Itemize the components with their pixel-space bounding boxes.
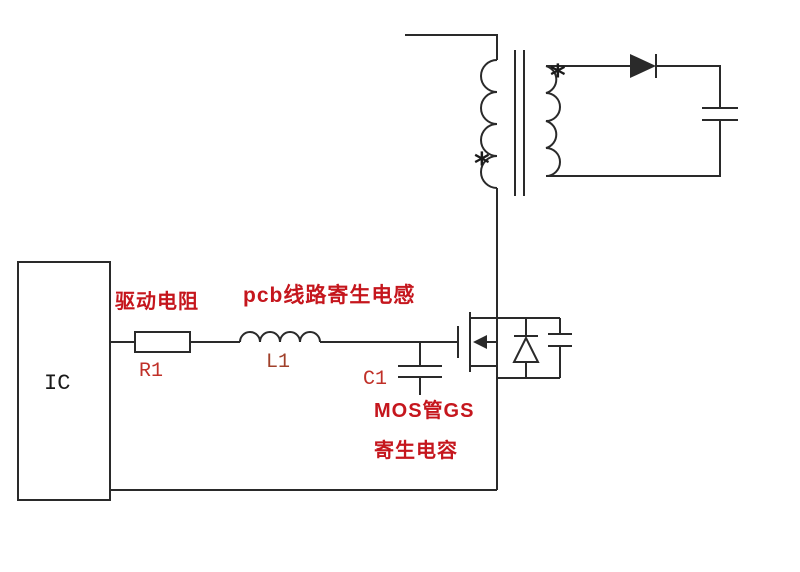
label-c1: C1 — [363, 368, 388, 391]
body-diode — [512, 318, 540, 378]
output-capacitor — [702, 107, 738, 121]
label-pcb-parasitic-inductance: pcb线路寄生电感 — [243, 284, 416, 307]
primary-polarity-mark: * — [474, 147, 490, 182]
label-drive-resistor: 驱动电阻 — [115, 291, 199, 313]
mosfet-symbol — [457, 312, 497, 372]
mosfet-body-arrow-icon — [473, 335, 487, 349]
top-input-wire — [405, 34, 498, 60]
resistor-r1 — [134, 331, 191, 353]
label-l1: L1 — [266, 351, 291, 374]
transformer-primary-coil — [480, 59, 498, 189]
drain-source-capacitor — [548, 318, 572, 378]
label-mos-gs-line2: 寄生电容 — [374, 440, 458, 462]
label-r1: R1 — [139, 360, 164, 383]
output-diode — [630, 54, 657, 78]
transformer — [480, 50, 561, 196]
ic-label: IC — [44, 371, 71, 396]
label-mos-gs-line1: MOS管GS — [374, 400, 475, 422]
mosfet-parallel-rails — [497, 317, 560, 379]
capacitor-c1 — [398, 342, 442, 395]
transformer-secondary-coil — [545, 65, 561, 177]
inductor-l1 — [239, 331, 321, 343]
secondary-polarity-mark: * — [550, 59, 566, 94]
secondary-loop-wires — [546, 65, 721, 177]
ic-box — [17, 261, 111, 501]
